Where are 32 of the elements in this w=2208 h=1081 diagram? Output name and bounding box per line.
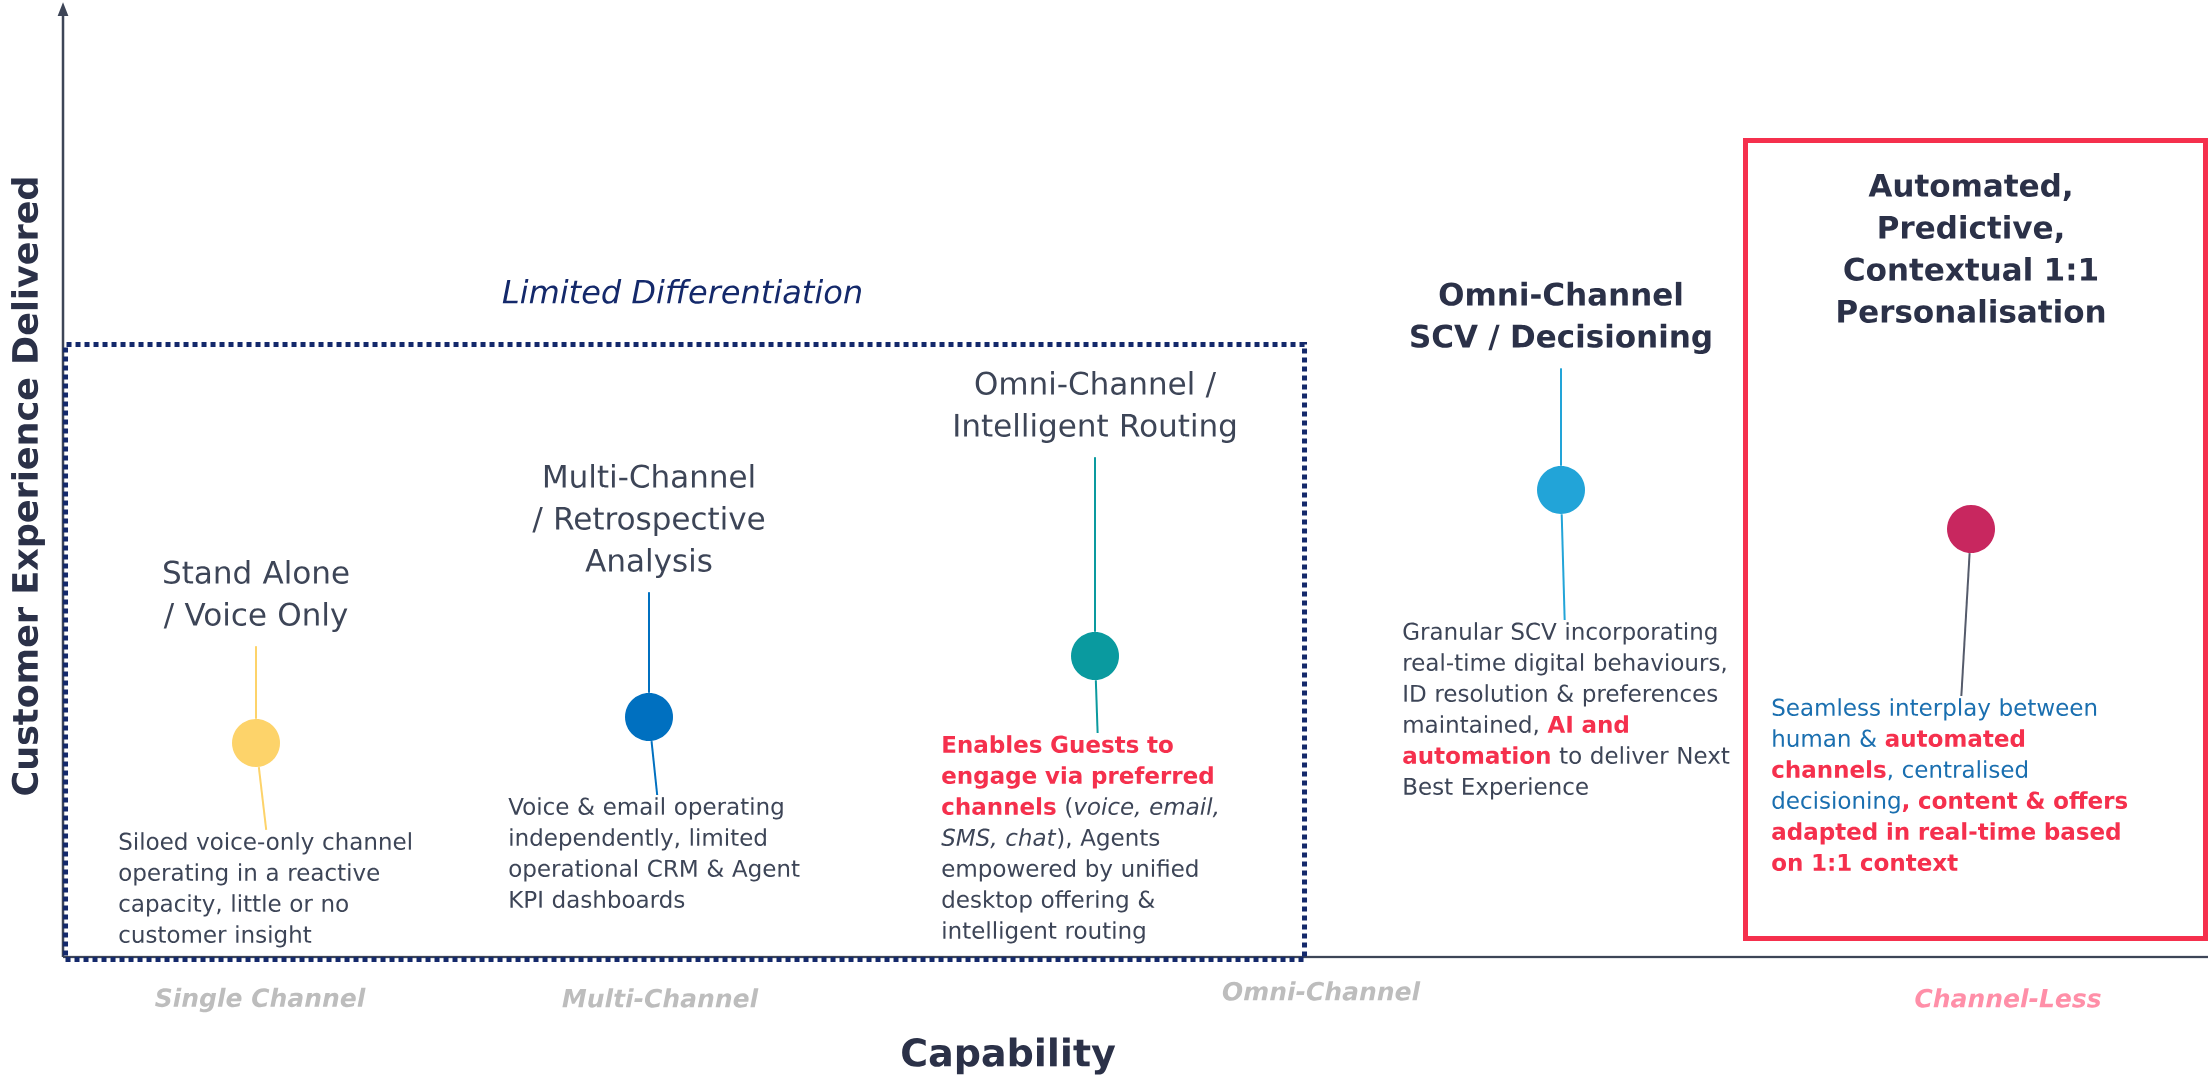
stage-heading: Stand Alone / Voice Only: [163, 560, 349, 632]
stage-description: Enables Guests to engage via preferred channels (voice, email, SMS, chat), Agents empowered by unified desktop offering & intelligent routing: [941, 735, 1218, 944]
stage-dot: [1947, 505, 1995, 553]
stage-heading: Omni-Channel SCV / Decisioning: [1411, 281, 1711, 355]
connector-line: [650, 740, 659, 796]
stage-dot: [232, 719, 280, 767]
stage-dot: [625, 693, 673, 741]
highlight-frame: [1743, 138, 2208, 941]
connector-line: [648, 591, 650, 694]
connector-line: [1094, 456, 1096, 633]
connector-line: [255, 645, 257, 720]
stage-description: Seamless interplay between human & automated channels, centralised decisioning, content & offers adapted in real-time based on 1:1 context: [1772, 698, 2128, 871]
stage-description: Granular SCV incorporating real-time digital behaviours, ID resolution & preferences maintained, AI and automation to deliver Next Best Experience: [1403, 622, 1730, 800]
stage-dot: [1071, 632, 1119, 680]
stage-heading: Omni-Channel / Intelligent Routing: [955, 371, 1236, 443]
connector-line: [1560, 367, 1562, 467]
stage-heading: Multi-Channel / Retrospective Analysis: [532, 464, 765, 578]
axis-category: Multi-Channel: [562, 988, 759, 1008]
connector-line: [1560, 513, 1566, 621]
stage-dot: [1537, 466, 1585, 514]
axis-category: Single Channel: [155, 987, 366, 1013]
connector-line: [1960, 552, 1971, 697]
stage-heading: Automated, Predictive, Contextual 1:1 Personalisation: [1838, 173, 2105, 323]
connector-line: [1094, 679, 1099, 734]
stage-description: Voice & email operating independently, limited operational CRM & Agent KPI dashboards: [508, 797, 800, 908]
axis-category: Channel-Less: [1915, 988, 2101, 1008]
axis-title: Customer Experience Delivered: [11, 178, 45, 795]
frame-heading: Limited Differentiation: [502, 279, 861, 304]
axis-category: Omni-Channel: [1222, 981, 1421, 1001]
connector-line: [257, 766, 268, 831]
axis-title: Capability: [902, 1037, 1116, 1075]
stage-description: Siloed voice-only channel operating in a reactive capacity, little or no customer insight: [119, 832, 411, 948]
